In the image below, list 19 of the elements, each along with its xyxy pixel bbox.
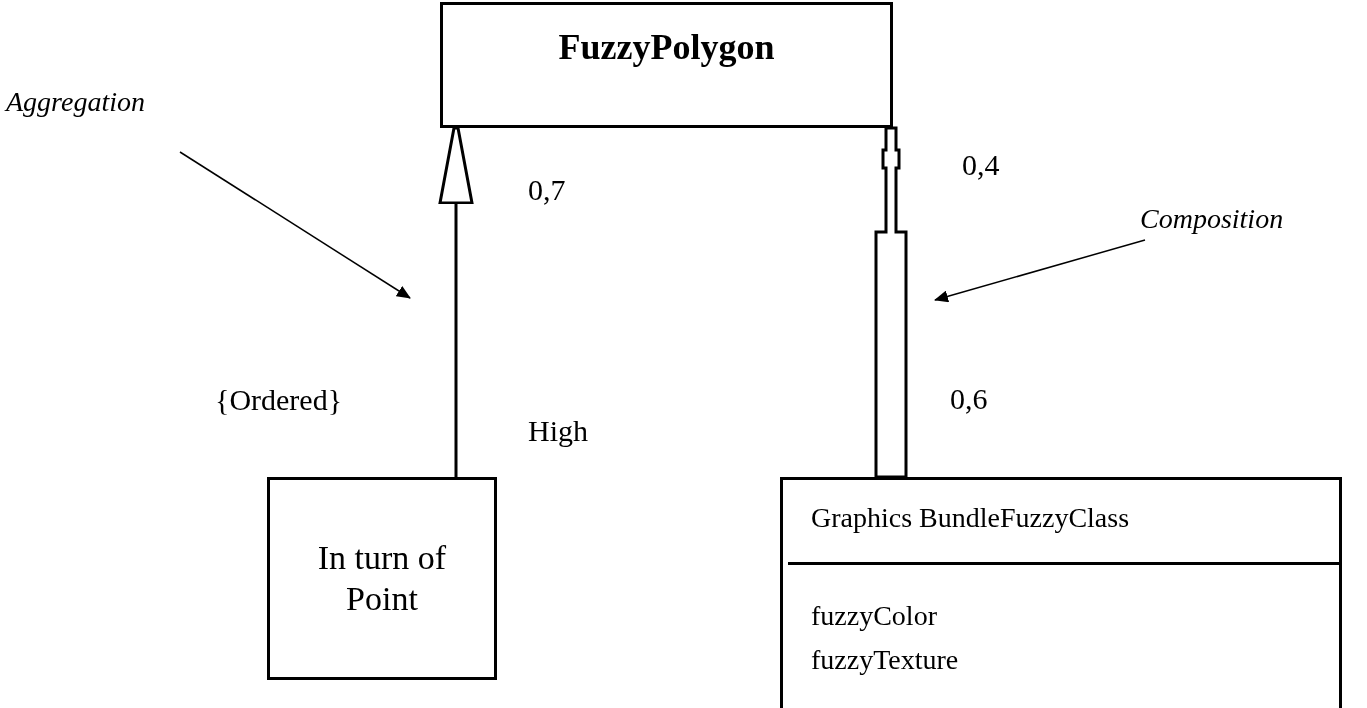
annotation-text: Aggregation — [6, 88, 145, 116]
multiplicity-label: 0,7 — [528, 175, 566, 205]
class-box — [440, 2, 893, 128]
leader-line — [934, 239, 1146, 303]
multiplicity-label: {Ordered} — [215, 385, 343, 415]
association-connector — [438, 126, 474, 477]
association-connector — [874, 126, 908, 479]
attribute-text: fuzzyTexture — [811, 646, 959, 674]
class-name: FuzzyPolygon — [558, 29, 775, 65]
leader-line — [179, 151, 411, 299]
multiplicity-label: 0,4 — [962, 150, 1000, 180]
annotation-text: Composition — [1140, 205, 1284, 233]
attribute-text: fuzzyColor — [811, 602, 937, 630]
class-name: In turn of Point — [316, 537, 448, 619]
multiplicity-label: 0,6 — [950, 384, 988, 414]
class-box — [780, 477, 1342, 708]
class-box — [267, 477, 497, 680]
class-name: Graphics BundleFuzzyClass — [811, 504, 1130, 532]
multiplicity-label: High — [528, 416, 588, 446]
